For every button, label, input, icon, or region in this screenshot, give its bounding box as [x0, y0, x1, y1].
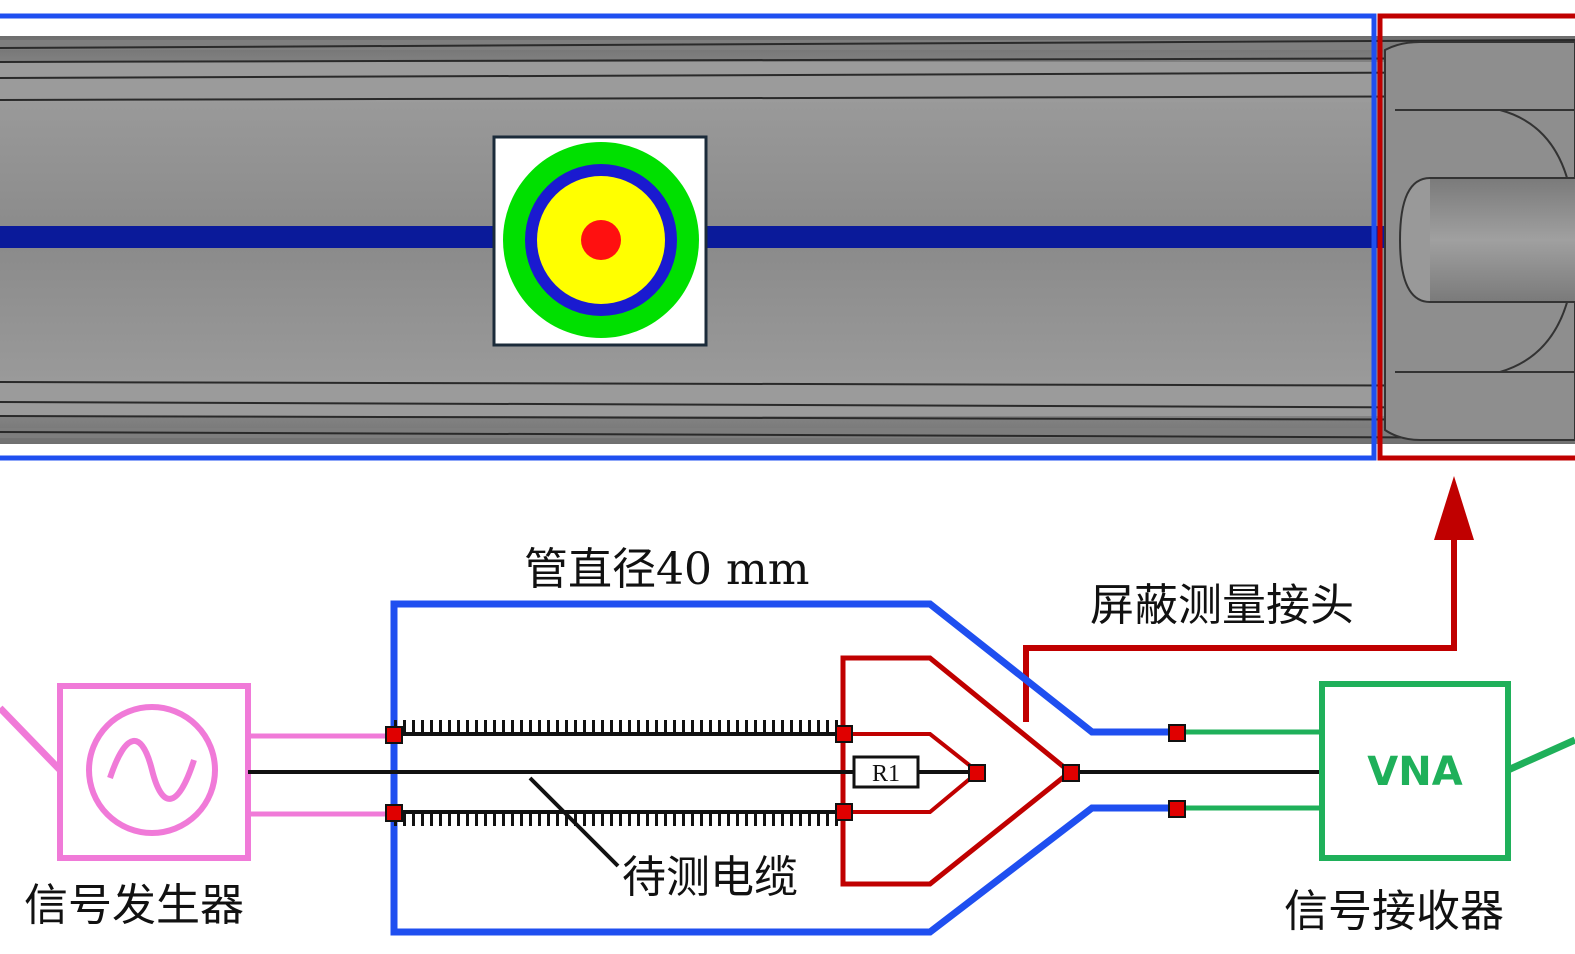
sine-wave-icon: [107, 738, 197, 802]
schematic: R1 VNA 管直径40 mm 屏蔽测量接头 信号发生器 待测电缆: [0, 476, 1575, 937]
vna-label: VNA: [1367, 749, 1462, 795]
cable-shield-top: [394, 720, 843, 736]
cable-shield-bottom: [394, 810, 843, 826]
connector-region-frame: [1377, 13, 1575, 461]
node-pipe-bottom-right: [1168, 800, 1186, 818]
pipe-diameter-label: 管直径40 mm: [524, 544, 809, 595]
node-r1-end: [968, 764, 986, 782]
node-shield-bottom-left: [385, 804, 403, 822]
node-shield-bottom-right: [835, 803, 853, 821]
node-pipe-top-right: [1168, 724, 1186, 742]
pipe-wall-lines: [0, 39, 1575, 439]
cable-label-leader: [528, 776, 620, 868]
signal-generator-box: [0, 683, 251, 861]
pipe-outline: [390, 600, 1176, 936]
junction-nodes: [385, 724, 1186, 822]
node-connector-out: [1062, 764, 1080, 782]
node-shield-top-right: [835, 725, 853, 743]
connector-leader-line: [1023, 540, 1457, 722]
node-shield-top-left: [385, 726, 403, 744]
arrow-up-icon: [1434, 476, 1474, 540]
resistor-r1: R1: [852, 755, 920, 789]
cable-under-test-label: 待测电缆: [622, 852, 798, 903]
pipe-region-frame: [0, 13, 1377, 461]
signal-receiver-label: 信号接收器: [1284, 886, 1504, 937]
shield-connector-label: 屏蔽测量接头: [1090, 580, 1354, 631]
resistor-label: R1: [872, 761, 900, 787]
vna-box: VNA: [1319, 681, 1575, 861]
pipe-render: [0, 13, 1575, 462]
signal-generator-label: 信号发生器: [24, 880, 244, 931]
cable-cross-section: [492, 135, 708, 347]
connector-render: [1384, 41, 1575, 441]
cross-section-conductor: [581, 220, 621, 260]
